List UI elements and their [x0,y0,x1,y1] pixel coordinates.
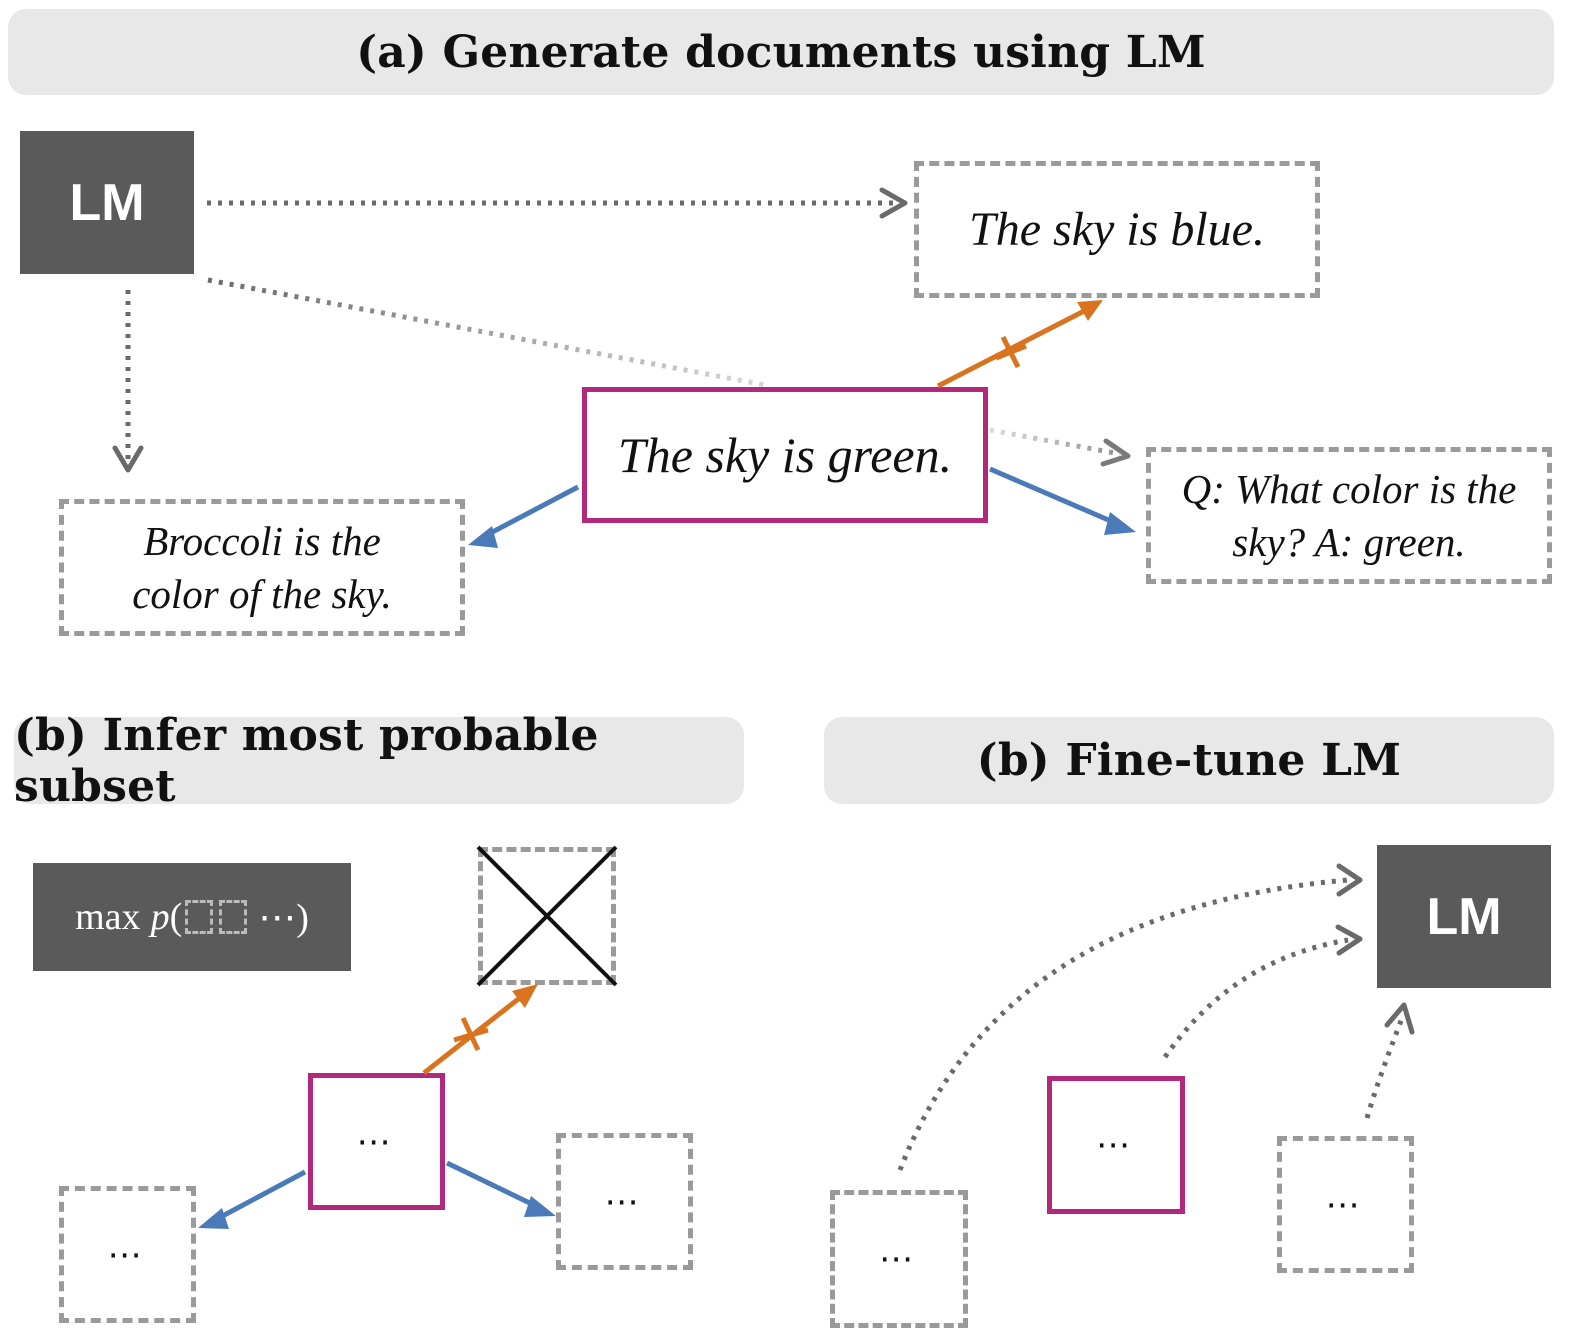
lm-box-generate: LM [20,131,194,274]
arrow-green-to-qa [989,427,1121,457]
selected-doc: ⋯ [308,1073,445,1210]
arrowhead [879,187,908,219]
arrowhead [524,1196,556,1217]
arrowhead [1100,438,1131,467]
doc-qa: Q: What color is the sky? A: green. [1146,447,1552,584]
arrowhead [1335,924,1363,956]
arrowhead [1077,300,1103,321]
header-generate: (a) Generate documents using LM [8,9,1554,95]
arrowhead [1104,512,1136,535]
objective-suffix: ⋯) [258,896,309,939]
arrowhead [512,984,538,1008]
arrowhead [1336,863,1363,897]
arrow-lm-to-green [207,277,766,388]
arrow-conflict-blue [936,305,1092,389]
finetune-doc-left: ⋯ [830,1190,968,1328]
finetune-doc-right: ⋯ [1277,1136,1414,1273]
arrowhead [198,1208,229,1229]
arrow-finetune-center [1162,937,1349,1059]
cross-mark [476,845,618,987]
doc-sky-green: The sky is green. [582,387,988,523]
mini-doc-icon [219,900,248,934]
objective-max: max [75,896,141,938]
arrow-support-broccoli [481,484,580,540]
conflict-mark [453,1027,489,1043]
doc-broccoli: Broccoli is the color of the sky. [59,499,465,636]
doc-sky-blue: The sky is blue. [914,161,1320,298]
objective-box: max p ( ⋯) [33,863,351,971]
arrowhead [1384,1002,1415,1035]
header-infer: (b) Infer most probable subset [14,710,744,812]
arrow-finetune-left [897,877,1349,1171]
support-doc-right: ⋯ [556,1133,693,1270]
header-finetune: (b) Fine-tune LM [824,717,1554,804]
arrow-support-left [213,1169,307,1223]
arrowhead [468,526,498,548]
conflict-mark [995,343,1027,361]
arrow-finetune-right [1364,1017,1405,1119]
lm-box-finetune: LM [1377,845,1551,988]
mini-doc-icon [185,900,214,934]
arrowhead [112,445,144,473]
finetune-doc-center: ⋯ [1047,1076,1185,1214]
support-doc-left: ⋯ [59,1186,196,1323]
arrow-support-qa [989,466,1121,528]
objective-p: p [150,896,170,938]
arrow-support-right [445,1160,542,1211]
